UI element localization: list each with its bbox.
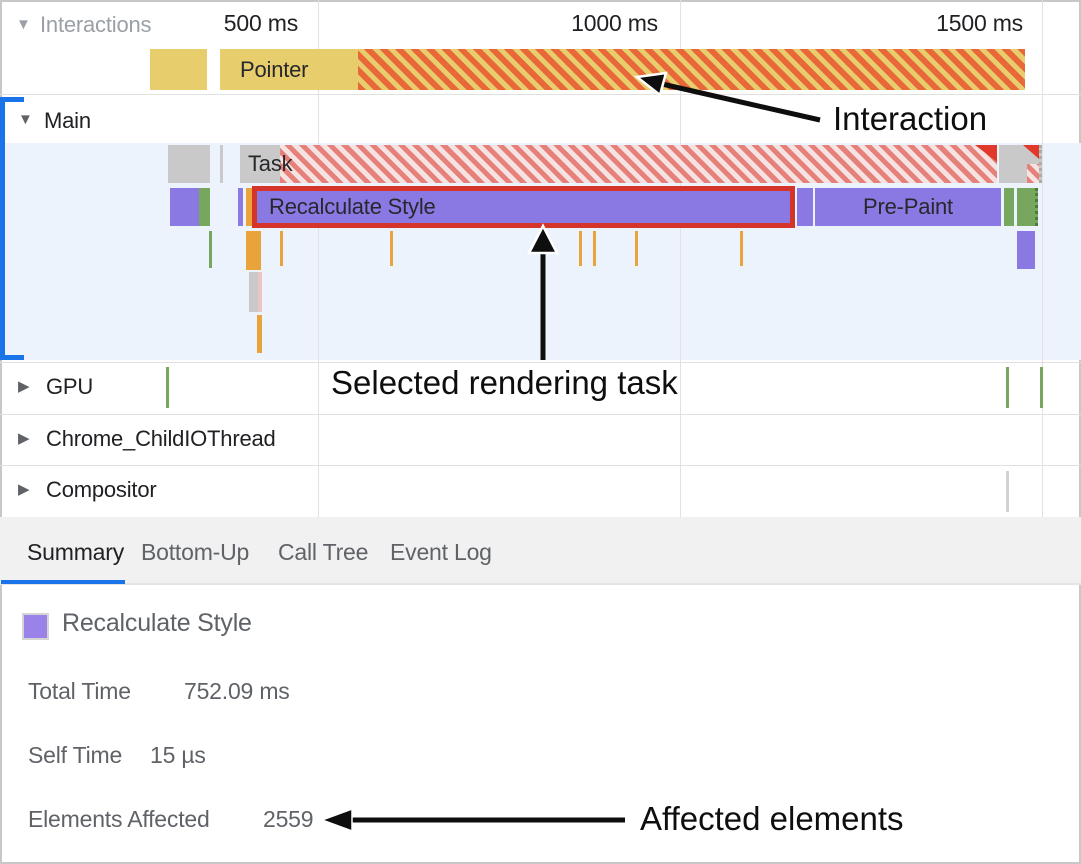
gpu-tick-2[interactable]	[1006, 367, 1009, 408]
tab-event-log[interactable]: Event Log	[390, 539, 492, 565]
event-bar-green-clipped[interactable]	[1017, 188, 1038, 226]
main-track-focus-bracket	[0, 97, 5, 360]
summary-total-time-value: 752.09 ms	[184, 678, 290, 704]
gpu-tick-3[interactable]	[1040, 367, 1043, 408]
summary-event-title: Recalculate Style	[62, 609, 252, 637]
recalculate-style-selected-bar[interactable]: Recalculate Style	[252, 186, 795, 228]
main-track-focus-bracket-bottom	[0, 355, 24, 360]
track-label-gpu[interactable]: GPU	[46, 374, 94, 399]
interaction-event-bar[interactable]	[150, 49, 207, 90]
annotation-affected-elements: Affected elements	[640, 800, 904, 837]
task-clipped-striped-patch	[1027, 164, 1039, 183]
task-bar-label: Task	[248, 151, 293, 176]
recalc-style-small-bar[interactable]	[170, 188, 199, 226]
task-tick[interactable]	[220, 145, 223, 183]
compositor-tick[interactable]	[1006, 471, 1009, 512]
script-tick-3[interactable]	[579, 231, 582, 266]
selected-tab-underline	[1, 580, 125, 584]
annotation-selected-task: Selected rendering task	[331, 364, 678, 401]
recalculate-style-bar-label: Recalculate Style	[269, 194, 436, 219]
script-tick-6[interactable]	[740, 231, 743, 266]
track-label-main[interactable]: Main	[44, 108, 91, 133]
interactions-collapse-triangle-icon[interactable]: ▼	[16, 16, 31, 33]
script-tick-4[interactable]	[593, 231, 596, 266]
event-bar-purple-right[interactable]	[1017, 231, 1035, 269]
event-bar-green-small[interactable]	[1004, 188, 1014, 226]
details-tab-bar: Summary Bottom-Up Call Tree Event Log	[0, 517, 1081, 584]
task-bar-clipped[interactable]	[999, 145, 1042, 183]
summary-elements-affected-value: 2559	[263, 806, 314, 832]
task-bar-small[interactable]	[168, 145, 210, 183]
divider-main-gpu	[0, 362, 1081, 363]
divider-interactions-main	[0, 94, 1081, 95]
track-label-interactions[interactable]: Interactions	[40, 12, 152, 37]
pointer-interaction-bar[interactable]: Pointer	[220, 49, 1025, 90]
long-task-striped-region	[280, 145, 997, 183]
event-tick-green[interactable]	[209, 231, 212, 268]
track-label-chrome-childiothread[interactable]: Chrome_ChildIOThread	[46, 426, 276, 451]
gridline-500ms	[318, 0, 319, 517]
function-call-bar[interactable]	[246, 231, 261, 270]
main-track-focus-bracket-top	[0, 97, 24, 102]
gpu-tick-1[interactable]	[166, 367, 169, 408]
script-tick-2[interactable]	[390, 231, 393, 266]
compositor-expand-triangle-icon[interactable]: ▶	[18, 481, 30, 498]
annotation-interaction: Interaction	[833, 100, 988, 137]
script-tick-5[interactable]	[635, 231, 638, 266]
divider-gpu-childio	[0, 414, 1081, 415]
gridline-1000ms	[680, 0, 681, 517]
long-task-bar[interactable]: Task	[240, 145, 997, 183]
childio-expand-triangle-icon[interactable]: ▶	[18, 430, 30, 447]
tab-bar-baseline	[0, 583, 1081, 585]
gridline-1500ms	[1042, 0, 1043, 517]
summary-elements-affected-label: Elements Affected	[28, 806, 210, 832]
pointer-interaction-striped-region	[358, 49, 1025, 90]
long-task-red-corner-icon	[975, 145, 997, 162]
ruler-tick-1500ms: 1500 ms	[936, 10, 1023, 36]
divider-childio-compositor	[0, 465, 1081, 466]
pre-paint-bar-label: Pre-Paint	[863, 194, 953, 219]
tab-bottom-up[interactable]: Bottom-Up	[141, 539, 250, 565]
summary-self-time-label: Self Time	[28, 742, 123, 768]
script-tick-1[interactable]	[280, 231, 283, 266]
ruler-tick-500ms: 500 ms	[223, 10, 298, 36]
pre-paint-bar[interactable]: Pre-Paint	[815, 188, 1001, 226]
task-clipped-red-corner-icon	[1023, 145, 1039, 159]
script-tick-deep[interactable]	[257, 315, 262, 353]
event-color-swatch	[22, 613, 49, 640]
event-tick-amber[interactable]	[246, 188, 256, 226]
event-bar-purple-small[interactable]	[797, 188, 813, 226]
pointer-interaction-label: Pointer	[240, 56, 309, 82]
main-collapse-triangle-icon[interactable]: ▼	[18, 111, 33, 128]
nested-task-bar[interactable]	[249, 272, 262, 312]
track-label-compositor[interactable]: Compositor	[46, 477, 157, 502]
tab-call-tree[interactable]: Call Tree	[278, 539, 369, 565]
gpu-expand-triangle-icon[interactable]: ▶	[18, 378, 30, 395]
summary-self-time-value: 15 µs	[150, 742, 206, 768]
event-tick-purple[interactable]	[238, 188, 243, 226]
layout-small-bar[interactable]	[199, 188, 210, 226]
tab-summary[interactable]: Summary	[27, 539, 125, 565]
summary-total-time-label: Total Time	[28, 678, 131, 704]
ruler-tick-1000ms: 1000 ms	[571, 10, 658, 36]
